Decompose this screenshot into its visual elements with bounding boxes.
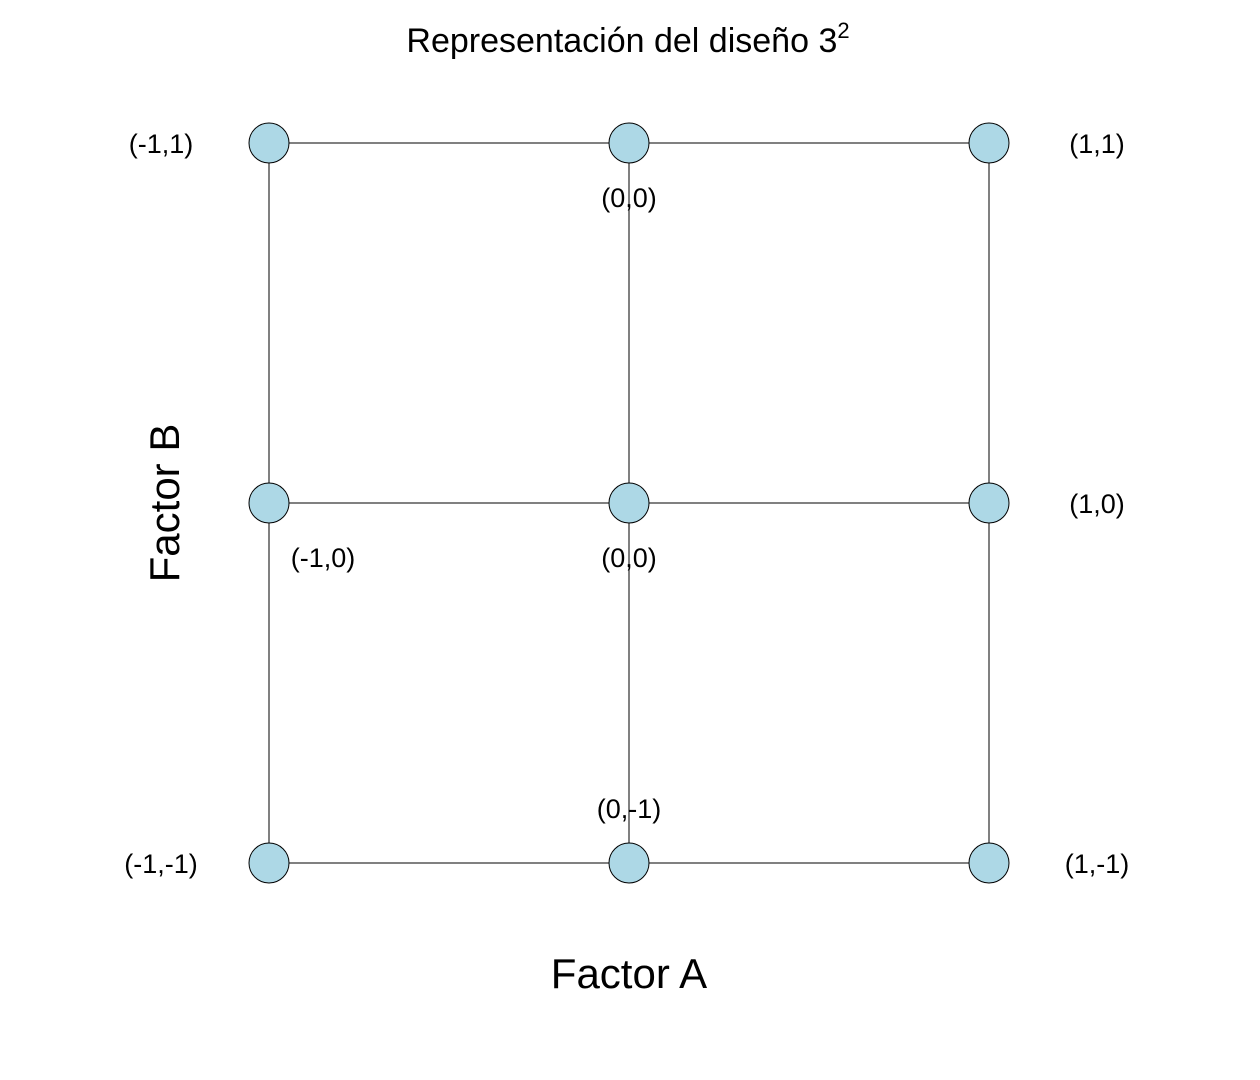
design-point <box>968 482 1010 524</box>
design-point <box>968 122 1010 164</box>
design-point <box>248 482 290 524</box>
point-label-bottom-left: (-1,-1) <box>124 849 198 879</box>
design-points <box>248 122 1010 884</box>
point-label-top-center: (0,0) <box>601 183 657 213</box>
diagram-title-exponent: 2 <box>837 18 849 43</box>
design-point <box>248 122 290 164</box>
design-point <box>248 842 290 884</box>
point-label-bottom-right: (1,-1) <box>1065 849 1130 879</box>
x-axis-title: Factor A <box>551 950 707 997</box>
design-point <box>968 842 1010 884</box>
y-axis-title: Factor B <box>141 424 188 583</box>
diagram-title-text: Representación del diseño 3 <box>406 22 837 60</box>
point-label-middle-right: (1,0) <box>1069 489 1125 519</box>
point-label-top-left: (-1,1) <box>129 129 194 159</box>
point-label-middle-left: (-1,0) <box>291 543 356 573</box>
design-point <box>608 122 650 164</box>
diagram-title: Representación del diseño 32 <box>406 18 849 60</box>
point-labels: (-1,1) (0,0) (1,1) (-1,0) (0,0) (1,0) (-… <box>124 129 1129 879</box>
point-label-bottom-center: (0,-1) <box>597 794 662 824</box>
point-label-middle-center: (0,0) <box>601 543 657 573</box>
point-label-top-right: (1,1) <box>1069 129 1125 159</box>
design-point <box>608 482 650 524</box>
design-point <box>608 842 650 884</box>
